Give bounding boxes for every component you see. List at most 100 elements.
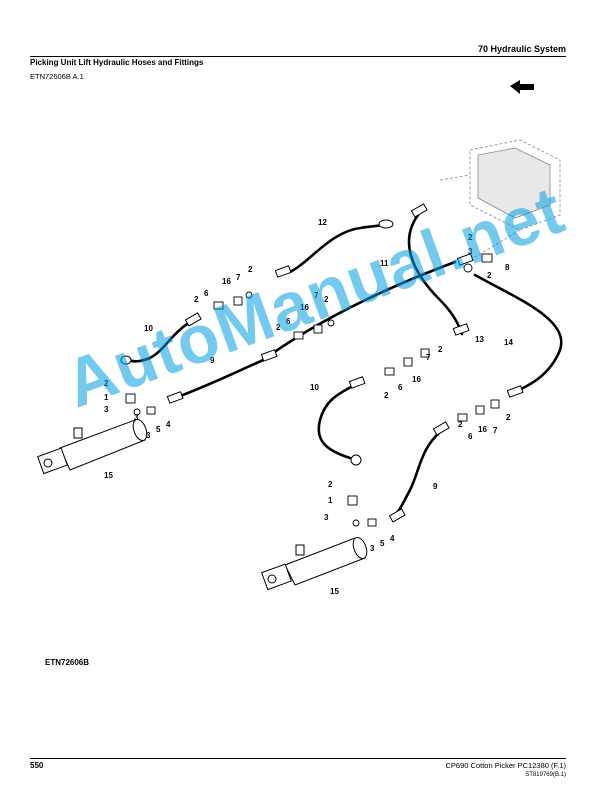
fitting — [367, 518, 377, 527]
hose-end — [410, 203, 428, 218]
callout-3: 3 — [104, 405, 109, 414]
callout-3: 3 — [370, 544, 375, 553]
fitting — [352, 519, 360, 527]
hose-end — [348, 376, 366, 389]
callout-1: 1 — [104, 393, 109, 402]
callout-2: 2 — [104, 379, 109, 388]
callout-7: 7 — [236, 273, 241, 282]
fitting — [233, 296, 243, 306]
callout-2: 2 — [506, 413, 511, 422]
callout-9: 9 — [210, 356, 215, 365]
footer-code: ST819769(B.1) — [525, 772, 566, 778]
hose-end — [166, 391, 184, 404]
cylinder-left — [37, 418, 148, 475]
hose-end — [378, 219, 394, 229]
callout-8: 8 — [505, 263, 510, 272]
fitting — [245, 291, 253, 299]
callout-12: 12 — [318, 218, 327, 227]
hose-14 — [473, 273, 563, 394]
callout-10: 10 — [144, 324, 153, 333]
callout-6: 6 — [204, 289, 209, 298]
callout-9: 9 — [433, 482, 438, 491]
callout-2: 2 — [384, 391, 389, 400]
hose-end — [350, 454, 362, 466]
fitting — [457, 413, 468, 422]
callout-2: 2 — [194, 295, 199, 304]
callout-2: 2 — [328, 480, 333, 489]
callout-2: 2 — [324, 295, 329, 304]
fitting — [463, 263, 473, 273]
fitting — [213, 301, 224, 310]
fitting — [481, 253, 493, 263]
callout-1: 1 — [328, 496, 333, 505]
callout-13: 13 — [475, 335, 484, 344]
callout-3: 3 — [468, 247, 473, 256]
callout-2: 2 — [276, 323, 281, 332]
fitting — [490, 399, 500, 409]
callout-15: 15 — [330, 587, 339, 596]
section-title: 70 Hydraulic System — [477, 44, 566, 54]
callout-2: 2 — [487, 271, 492, 280]
callout-7: 7 — [314, 291, 319, 300]
callout-16: 16 — [478, 425, 487, 434]
hose-9a — [173, 356, 270, 400]
fitting — [293, 331, 304, 340]
callout-3: 3 — [146, 431, 151, 440]
cylinder-right — [261, 536, 368, 591]
fitting — [146, 406, 156, 415]
callout-5: 5 — [156, 425, 161, 434]
callout-2: 2 — [248, 265, 253, 274]
fitting — [313, 324, 323, 334]
hose-end — [120, 355, 132, 365]
callout-7: 7 — [493, 426, 498, 435]
fitting — [475, 405, 485, 415]
callout-6: 6 — [286, 317, 291, 326]
callout-3: 3 — [324, 513, 329, 522]
callout-4: 4 — [390, 534, 395, 543]
hose-end — [506, 385, 524, 398]
hose-end — [274, 265, 292, 278]
hose-end — [452, 323, 470, 336]
hose-end — [184, 312, 202, 327]
callout-16: 16 — [300, 303, 309, 312]
hose-10b — [317, 383, 357, 460]
callout-5: 5 — [380, 539, 385, 548]
hose-10a — [126, 320, 192, 363]
hose-13 — [407, 213, 464, 336]
callout-6: 6 — [468, 432, 473, 441]
callout-16: 16 — [222, 277, 231, 286]
hose-9b — [393, 430, 442, 517]
figure-code: ETN72606B — [45, 658, 90, 667]
hose-11 — [268, 260, 457, 357]
fitting — [403, 357, 413, 367]
fitting — [125, 393, 136, 404]
hose-end — [388, 508, 406, 523]
direction-arrow-icon — [510, 80, 534, 94]
valve-block — [439, 139, 561, 261]
fitting — [347, 495, 358, 506]
reference-code: ETN72606B A.1 — [30, 72, 84, 81]
page-title: Picking Unit Lift Hydraulic Hoses and Fi… — [30, 58, 204, 67]
callout-6: 6 — [398, 383, 403, 392]
callout-2: 2 — [468, 233, 473, 242]
hose-end — [260, 349, 278, 362]
callout-2: 2 — [438, 345, 443, 354]
callout-3: 3 — [134, 413, 139, 422]
callout-4: 4 — [166, 420, 171, 429]
fitting — [420, 348, 430, 358]
fitting — [133, 408, 141, 416]
bottom-rule — [30, 758, 566, 759]
callout-11: 11 — [380, 259, 389, 268]
callout-15: 15 — [104, 471, 113, 480]
footer-product: CP690 Cotton Picker PC12380 (F.1) — [445, 761, 566, 770]
callout-16: 16 — [412, 375, 421, 384]
callout-7: 7 — [426, 353, 431, 362]
top-rule — [30, 56, 566, 57]
page-number: 550 — [30, 761, 44, 770]
callout-14: 14 — [504, 338, 513, 347]
hose-end — [432, 421, 450, 436]
callout-10: 10 — [310, 383, 319, 392]
fitting — [384, 367, 395, 376]
fitting — [327, 319, 335, 327]
